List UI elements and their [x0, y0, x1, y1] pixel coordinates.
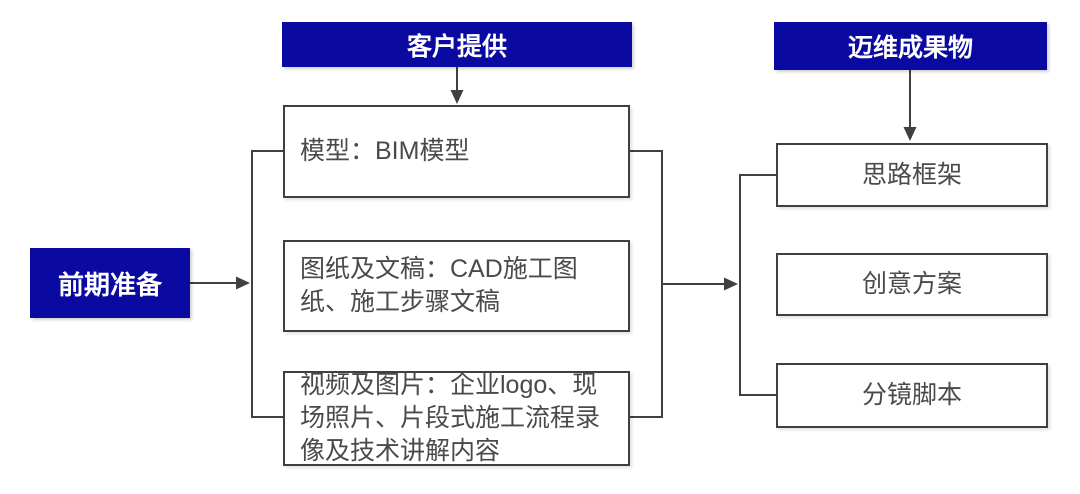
deliverable-item-storyboard-script: 分镜脚本 [776, 363, 1048, 428]
connector-middle-bracket [630, 150, 663, 418]
deliverable-item-creative-plan: 创意方案 [776, 253, 1048, 316]
connector-left-bracket [251, 150, 283, 418]
header-maiwei-deliverables: 迈维成果物 [774, 22, 1047, 70]
client-item-video-images: 视频及图片：企业logo、现场照片、片段式施工流程录像及技术讲解内容 [283, 371, 630, 466]
stage-box-preliminary-preparation: 前期准备 [30, 248, 190, 318]
arrowhead-down-client [450, 90, 464, 104]
header-client-provides: 客户提供 [282, 22, 632, 67]
deliverable-item-idea-framework: 思路框架 [776, 143, 1048, 207]
arrowhead-down-deliverable [903, 127, 917, 141]
client-item-drawings-documents: 图纸及文稿：CAD施工图纸、施工步骤文稿 [283, 240, 630, 332]
connector-right-bracket [739, 174, 776, 396]
client-item-bim-model: 模型：BIM模型 [283, 105, 630, 198]
arrowhead-right-middle [724, 277, 738, 291]
arrowhead-right-prep [236, 276, 250, 290]
